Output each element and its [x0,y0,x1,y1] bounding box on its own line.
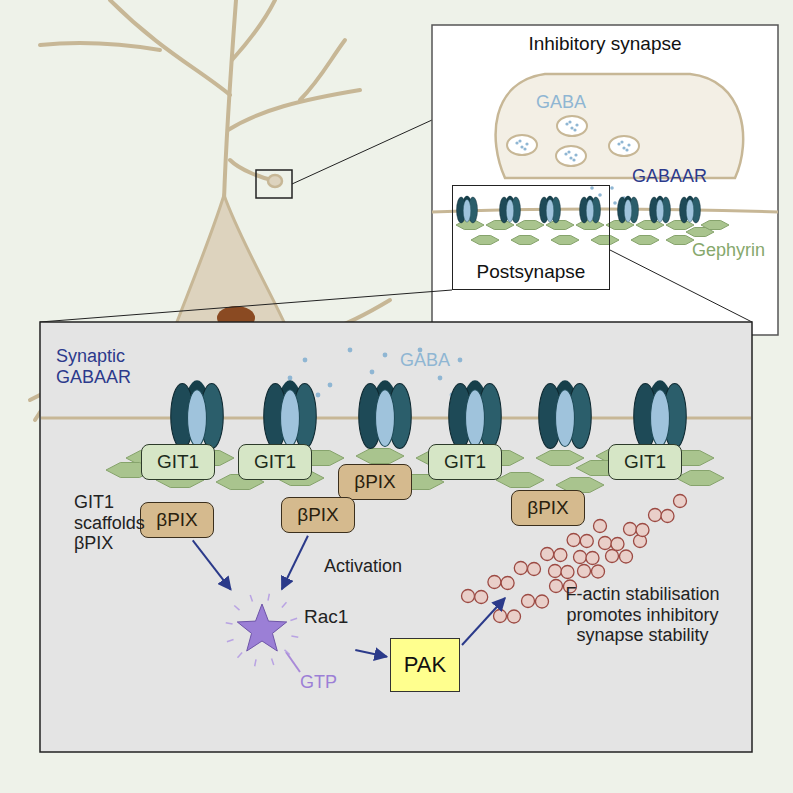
gabaa-receptor [500,196,521,223]
gabaa-receptor [618,196,639,223]
gephyrin-hexagon [591,236,619,245]
activation-arrow [355,650,387,657]
activation-arrow [282,536,308,590]
gephyrin-cluster [456,221,729,245]
star-shape [224,592,304,668]
annotation: F-actin stabilisation promotes inhibitor… [560,584,725,646]
node-label: βPIX [354,471,396,493]
gephyrin-hexagon [551,236,579,245]
protein-box: βPIX [511,490,585,526]
spine [268,175,282,187]
gabaa-receptor [449,380,502,448]
node-label: βPIX [156,509,198,531]
region-box: Inhibitory synapsePostsynapse [432,25,778,335]
node-label: βPIX [297,504,339,526]
receptors [171,380,687,448]
protein-box: βPIX [338,464,412,500]
node-label: βPIX [527,497,569,519]
neurotransmitter-label: GABA [400,350,450,371]
gephyrin-hexagon [676,471,724,486]
gephyrin-hexagon [496,473,544,488]
activation-arrow [193,540,231,589]
protein-box: GIT1 [428,444,502,480]
inset-ground [432,25,778,335]
edge-label: Activation [322,556,404,577]
node-label: GIT1 [254,451,296,473]
annotation: GTP [300,672,337,693]
gabaa-receptor [580,196,601,223]
protein-box: GIT1 [608,444,682,480]
gephyrin-hexagon [516,221,544,230]
gabaa-receptor [457,196,478,223]
node-label: GIT1 [624,451,666,473]
soma [172,195,290,343]
node-label: Rac1 [304,606,348,628]
gephyrin-hexagon [536,451,584,466]
protein-label: Gephyrin [692,240,765,261]
vesicles [507,116,639,205]
protein-box: βPIX [281,497,355,533]
receptors [457,196,701,223]
gabaa-receptor [359,380,412,448]
gephyrin-hexagon [666,236,694,245]
zoom-panel [40,322,752,752]
rac1-star: Rac1 [224,592,352,668]
presynaptic-terminal [496,74,744,178]
gephyrin-cluster [106,449,724,493]
zoom-line [610,250,752,322]
zoom-line [292,120,432,184]
gephyrin-hexagon [511,236,539,245]
annotation: GIT1 scaffolds βPIX [74,492,160,554]
node-label: PAK [404,652,446,678]
gephyrin-hexagon [701,221,729,230]
gabaa-receptor [680,196,701,223]
receptor-label: Synaptic GABAAR [56,346,156,387]
neurotransmitter-label: GABA [536,92,586,113]
membrane [432,209,778,212]
gabaa-receptor [634,380,687,448]
gephyrin-hexagon [356,449,404,464]
gephyrin-hexagon [471,236,499,245]
gephyrin-hexagon [631,236,659,245]
node-label: Inhibitory synapse [432,33,778,55]
gabaa-receptor [171,380,224,448]
gabaa-receptor [539,380,592,448]
node-label: GIT1 [444,451,486,473]
node-label: Postsynapse [453,261,609,283]
protein-box: βPIX [140,502,214,538]
gabaa-receptor [264,380,317,448]
gabaa-receptor [650,196,671,223]
zoom-box [256,170,292,198]
region-box: Postsynapse [452,185,610,290]
protein-box: GIT1 [238,444,312,480]
arrow [462,598,505,645]
kinase-box: PAK [390,638,460,692]
receptor-label: GABAAR [632,166,707,187]
gtp-tether [286,652,300,672]
gabaa-receptor [540,196,561,223]
zoom-line [40,290,452,322]
node-label: GIT1 [157,451,199,473]
protein-box: GIT1 [141,444,215,480]
